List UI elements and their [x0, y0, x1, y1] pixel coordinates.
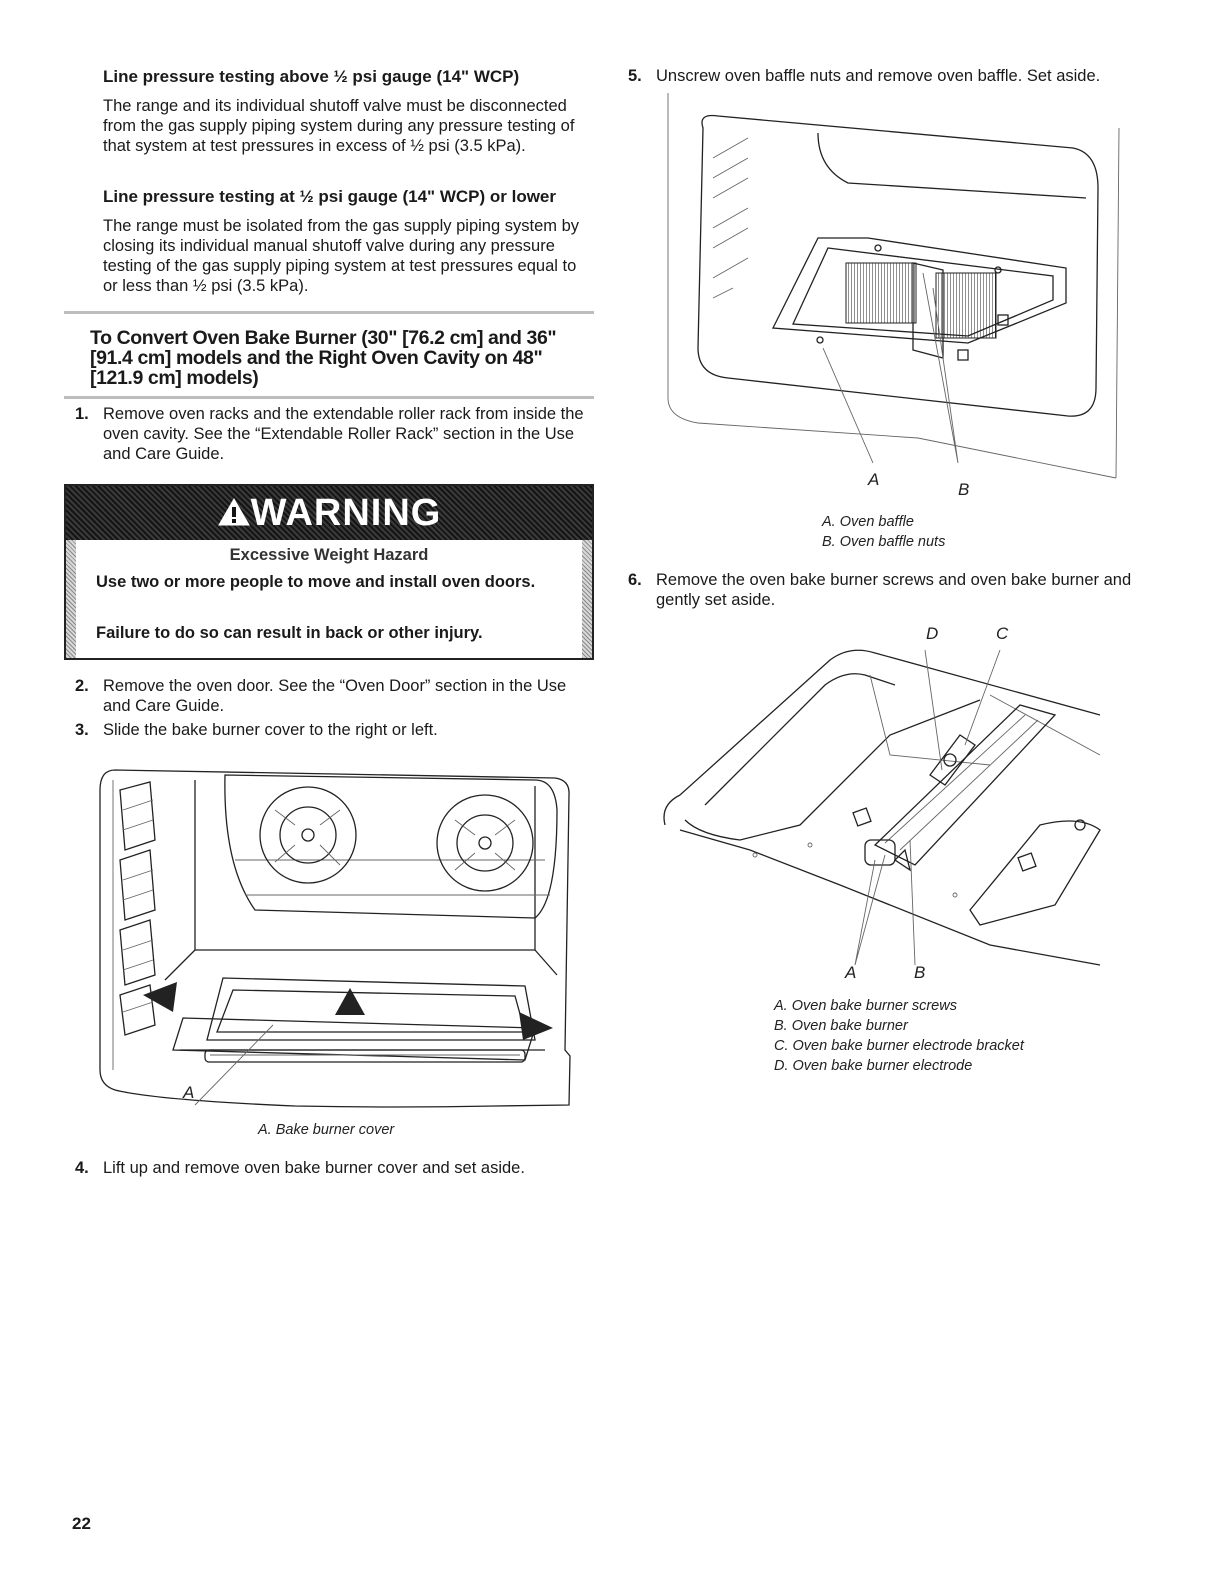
bake-burner	[864, 704, 1057, 872]
paragraph-above-half-psi: The range and its individual shutoff val…	[103, 97, 575, 155]
oven-cavity-illustration	[99, 769, 571, 1108]
paragraph-half-psi-or-lower: The range must be isolated from the gas …	[103, 217, 579, 295]
fig3-label-b: B	[914, 963, 926, 982]
warning-right-border	[582, 540, 592, 658]
step-3-number: 3.	[75, 721, 89, 739]
step-4: 4. Lift up and remove oven bake burner c…	[75, 1158, 593, 1178]
fig2-caption-a: A. Oven baffle	[822, 514, 914, 530]
oven-baffle	[771, 237, 1067, 361]
warning-line-1: Use two or more people to move and insta…	[96, 573, 536, 591]
warning-box: WARNING Excessive Weight Hazard Use two …	[64, 484, 594, 660]
step-3-text: Slide the bake burner cover to the right…	[103, 721, 438, 739]
fig2-label-a: A	[868, 470, 880, 489]
step-4-number: 4.	[75, 1159, 89, 1177]
warning-header: WARNING	[66, 486, 592, 540]
page-number: 22	[72, 1514, 91, 1533]
step-5-text: Unscrew oven baffle nuts and remove oven…	[656, 67, 1101, 85]
fig3-label-a: A	[845, 963, 857, 982]
section-title: To Convert Oven Bake Burner (30" [76.2 c…	[90, 327, 557, 389]
step-1: 1. Remove oven racks and the extendable …	[75, 404, 593, 464]
step-5-number: 5.	[628, 67, 642, 85]
step-2-number: 2.	[75, 677, 89, 695]
fig3-label-c: C	[996, 624, 1009, 643]
step-2: 2. Remove the oven door. See the “Oven D…	[75, 676, 593, 716]
warning-hazard: Excessive Weight Hazard	[229, 546, 429, 564]
bake-burner-illustration	[663, 649, 1101, 966]
subheading-half-psi-or-lower: Line pressure testing at ½ psi gauge (14…	[103, 187, 556, 206]
oven-rack-guides	[119, 781, 156, 1036]
fig2-caption-b: B. Oven baffle nuts	[822, 534, 946, 550]
bake-burner-cover	[172, 977, 536, 1063]
fig1-caption: A. Bake burner cover	[258, 1122, 395, 1138]
fig2-label-b: B	[958, 480, 970, 499]
fig3-label-d: D	[926, 624, 939, 643]
step-6-text: Remove the oven bake burner screws and o…	[656, 571, 1132, 609]
fig1-label-a: A	[183, 1083, 195, 1102]
fig3-caption-c: C. Oven bake burner electrode bracket	[774, 1038, 1024, 1054]
step-4-text: Lift up and remove oven bake burner cove…	[103, 1159, 525, 1177]
fig3-caption-a: A. Oven bake burner screws	[774, 998, 957, 1014]
rack-guides	[712, 137, 749, 299]
step-5: 5. Unscrew oven baffle nuts and remove o…	[628, 66, 1156, 86]
fig3-caption-b: B. Oven bake burner	[774, 1018, 908, 1034]
step-6-number: 6.	[628, 571, 642, 589]
floor-details	[752, 807, 1101, 926]
step-1-text: Remove oven racks and the extendable rol…	[103, 405, 584, 463]
section-heading-band: To Convert Oven Bake Burner (30" [76.2 c…	[64, 311, 594, 399]
step-2-text: Remove the oven door. See the “Oven Door…	[103, 677, 567, 715]
warning-triangle-icon	[217, 497, 251, 527]
fig3-caption-d: D. Oven bake burner electrode	[774, 1058, 973, 1074]
slide-arrows-icon	[143, 982, 553, 1040]
warning-line-2: Failure to do so can result in back or o…	[96, 624, 483, 642]
warning-left-border	[66, 540, 76, 658]
step-1-number: 1.	[75, 405, 89, 423]
oven-baffle-illustration	[667, 93, 1120, 479]
step-6: 6. Remove the oven bake burner screws an…	[628, 570, 1156, 610]
warning-title-row: WARNING	[66, 490, 592, 536]
subheading-above-half-psi: Line pressure testing above ½ psi gauge …	[103, 67, 520, 86]
warning-title: WARNING	[250, 492, 442, 534]
step-3: 3. Slide the bake burner cover to the ri…	[75, 720, 593, 740]
burner-electrode	[929, 734, 976, 786]
